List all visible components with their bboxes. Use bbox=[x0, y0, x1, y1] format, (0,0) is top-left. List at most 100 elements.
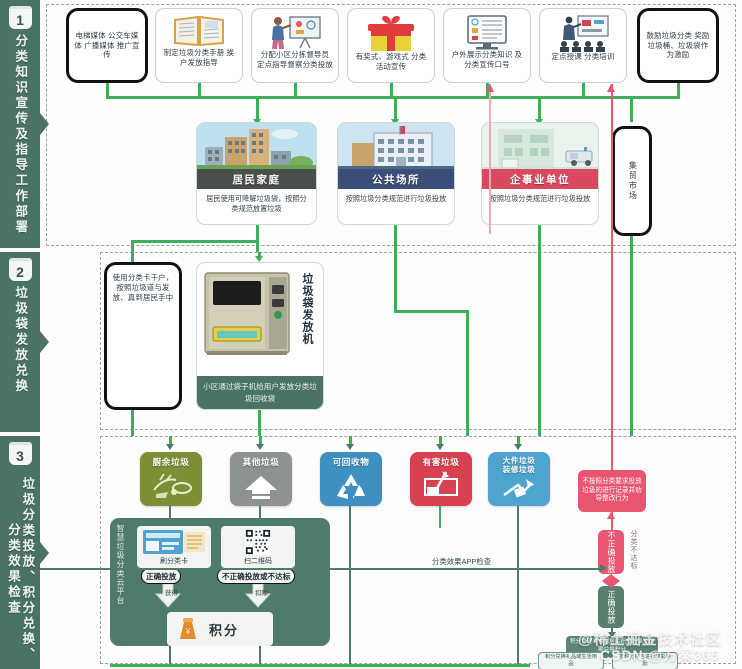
classification-card-caption: 刷分类卡 bbox=[160, 558, 188, 565]
card-site-training[interactable]: 定点授课 分类培训 bbox=[539, 8, 627, 83]
stage-label-2: 垃圾袋发放兑换 bbox=[13, 286, 28, 395]
svg-text:¥: ¥ bbox=[185, 627, 191, 636]
classification-card-tile[interactable]: 刷分类卡 bbox=[137, 526, 211, 568]
id-card-icon bbox=[143, 530, 205, 554]
card-bag-distribution-note[interactable]: 使用分类卡千户，按照垃圾道与发放、真到居民手中 bbox=[104, 262, 182, 410]
card-farmers-market[interactable]: 集贸市场 bbox=[612, 126, 652, 236]
arrowhead-to-summary bbox=[608, 632, 616, 638]
vending-machine-illustration bbox=[197, 263, 323, 376]
connector-market-rail bbox=[630, 252, 633, 436]
result-right-box[interactable]: 按积分排名进行表彰奖励 bbox=[612, 652, 678, 669]
incorrect-disposal-box-text: 不正确投放 bbox=[607, 530, 616, 574]
connector-public-rail bbox=[394, 252, 397, 312]
connector-stage2-right-rail bbox=[466, 310, 469, 436]
category-bulky-waste[interactable]: 大件垃圾 装修垃圾 bbox=[488, 452, 550, 506]
venue-public-band: 公共场所 bbox=[338, 169, 454, 189]
residential-illustration bbox=[197, 123, 316, 170]
notice-box-text: 不按照分类要求投放垃圾的进行记录并劝导整改行为 bbox=[582, 477, 642, 503]
category-other-waste[interactable]: 其他垃圾 bbox=[230, 452, 292, 506]
stage-number-2: 2 bbox=[8, 258, 32, 281]
venue-resident-desc: 居民使用可降解垃圾袋，按照分类规范放置垃圾 bbox=[206, 194, 307, 214]
connector-pink-trunk bbox=[489, 84, 491, 234]
card-outdoor-display-text: 户外展示分类知识 及分类宣传口号 bbox=[451, 50, 523, 69]
monitor-icon bbox=[461, 14, 513, 50]
region-stage-2 bbox=[100, 252, 736, 430]
card-site-training-text: 定点授课 分类培训 bbox=[551, 52, 615, 61]
card-media-promotion-text: 电梯媒体 公交车媒体 广播媒体 推广宣传 bbox=[74, 30, 140, 60]
category-hazardous-waste[interactable]: 有害垃圾 bbox=[410, 452, 472, 506]
card-outdoor-display[interactable]: 户外展示分类知识 及分类宣传口号 bbox=[443, 8, 531, 83]
card-bag-distribution-note-text: 使用分类卡千户，按照垃圾道与发放、真到居民手中 bbox=[112, 273, 174, 302]
qr-code-tile[interactable]: 扫二维码 bbox=[221, 526, 295, 568]
classification-substandard-note: 分类不达标 bbox=[630, 530, 637, 570]
card-community-instructor[interactable]: 分配小区分拣督导员 定点指导督察分类投放 bbox=[251, 8, 339, 83]
venue-enterprise-institution[interactable]: 企事业单位 按照垃圾分类规范进行垃圾投放 bbox=[481, 122, 599, 225]
card-manual-book-text: 制定垃圾分类手册 挨户发放指导 bbox=[163, 48, 235, 67]
smart-platform-panel[interactable]: 智慧垃圾分类云平台 刷分类卡 bbox=[110, 518, 330, 646]
connector-bus-to-enterprise bbox=[538, 98, 541, 122]
connector-to-other bbox=[259, 436, 262, 446]
connector-vending-down bbox=[258, 410, 261, 436]
summary-box-text: 积分管理平台对居民积分记录及定期兑换积分 bbox=[570, 639, 654, 653]
venue-public-place[interactable]: 公共场所 按照垃圾分类规范进行垃圾投放 bbox=[337, 122, 455, 225]
arrowhead-to-recyclable bbox=[346, 444, 354, 450]
result-left-box[interactable]: 积分兑换礼品或生活用品 bbox=[538, 652, 604, 669]
connector-left-rail-top bbox=[131, 240, 259, 243]
connector-row1-bus bbox=[106, 96, 680, 99]
category-kitchen-waste[interactable]: 厨余垃圾 bbox=[140, 452, 202, 506]
training-icon bbox=[554, 14, 612, 52]
connector-hazardous-down bbox=[439, 506, 441, 528]
venue-resident-household[interactable]: 居民家庭 居民使用可降解垃圾袋，按照分类规范放置垃圾 bbox=[196, 122, 317, 225]
connector-market-down bbox=[630, 236, 633, 252]
venue-public-desc: 按照垃圾分类规范进行垃圾投放 bbox=[345, 194, 447, 203]
furniture-icon bbox=[503, 478, 534, 498]
category-recyclable-waste[interactable]: 可回收物 bbox=[320, 452, 382, 506]
stage-rail-2: 2 垃圾袋发放兑换 bbox=[0, 252, 49, 432]
book-icon bbox=[172, 14, 226, 48]
card-community-instructor-text: 分配小区分拣督导员 定点指导督察分类投放 bbox=[257, 50, 333, 69]
arrowhead-red-trunk-top bbox=[607, 84, 615, 92]
battery-icon bbox=[424, 471, 458, 496]
card-incentive-policy-text: 鼓励垃圾分类 奖励垃圾桶、垃圾袋作为激励 bbox=[646, 30, 710, 60]
card-incentive-policy[interactable]: 鼓励垃圾分类 奖励垃圾桶、垃圾袋作为激励 bbox=[637, 8, 719, 83]
connector-gift-down bbox=[390, 83, 393, 98]
category-kitchen-waste-label: 厨余垃圾 bbox=[152, 457, 190, 467]
notice-box[interactable]: 不按照分类要求投放垃圾的进行记录并劝导整改行为 bbox=[578, 470, 646, 512]
presenter-icon bbox=[266, 14, 324, 50]
card-media-promotion[interactable]: 电梯媒体 公交车媒体 广播媒体 推广宣传 bbox=[66, 8, 148, 83]
connector-bus-to-resident bbox=[256, 98, 259, 122]
points-tile[interactable]: ¥ 积分 bbox=[167, 612, 273, 646]
connector-to-recyclable bbox=[349, 436, 352, 446]
arrow-correct-label: 获得 bbox=[165, 590, 178, 597]
vending-caption: 小区通过袋子机给用户发放分类垃圾回收袋 bbox=[197, 376, 323, 409]
recycle-icon bbox=[337, 474, 365, 499]
stage-label-1: 分类知识宣传及指导工作部署 bbox=[13, 34, 28, 236]
card-manual-book[interactable]: 制定垃圾分类手册 挨户发放指导 bbox=[155, 8, 243, 83]
connector-to-kitchen bbox=[169, 436, 172, 446]
connector-manual-down bbox=[198, 83, 201, 98]
enterprise-illustration bbox=[482, 123, 598, 170]
arrow-correct-to-points bbox=[155, 584, 181, 608]
app-inspection-label: 分类效果APP检查 bbox=[432, 557, 492, 566]
stage-label-3: 垃圾分类投放、积分兑换、分类效果检查 bbox=[6, 476, 35, 663]
connector-bus-to-market bbox=[630, 98, 633, 122]
qr-code-caption: 扫二维码 bbox=[244, 558, 272, 565]
category-hazardous-waste-label: 有害垃圾 bbox=[422, 457, 460, 467]
connector-red-trunk bbox=[611, 84, 613, 474]
decision-diamond bbox=[602, 574, 620, 588]
venue-resident-band: 居民家庭 bbox=[197, 169, 316, 189]
card-vending-machine[interactable]: 垃圾袋发放机 小区通过袋子机给用户发放分类垃圾回收袋 bbox=[196, 262, 324, 410]
stage-rail-1: 1 分类知识宣传及指导工作部署 bbox=[0, 0, 49, 248]
stage-rail-3: 3 垃圾分类投放、积分兑换、分类效果检查 bbox=[0, 436, 49, 669]
correct-disposal-box[interactable]: 正确投放 bbox=[598, 586, 624, 628]
correct-disposal-pill[interactable]: 正确投放 bbox=[141, 568, 182, 584]
card-gift-activity[interactable]: 有奖式、游戏式 分类活动宣传 bbox=[347, 8, 435, 83]
connector-note-down bbox=[131, 410, 134, 436]
gift-icon bbox=[365, 14, 417, 52]
qr-code-icon bbox=[245, 529, 271, 555]
arrow-incorrect-to-points bbox=[245, 584, 271, 608]
connector-recyclable-down bbox=[349, 506, 351, 666]
incorrect-disposal-pill[interactable]: 不正确投放或不达标 bbox=[217, 568, 296, 584]
arrowhead-into-vending bbox=[255, 256, 263, 262]
